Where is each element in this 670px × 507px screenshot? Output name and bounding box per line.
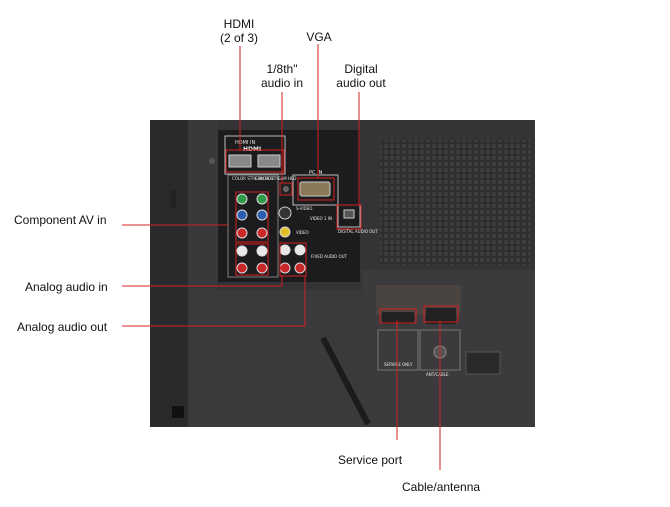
connector-panel (218, 130, 360, 282)
digital-audio-label: Digital audio out (333, 62, 389, 90)
cable-strap (320, 336, 371, 426)
jack-red-6 (294, 262, 306, 274)
callout-vga-box (297, 177, 335, 201)
svideo-port (278, 206, 292, 220)
left-bezel (150, 120, 188, 427)
panel-video: VIDEO (296, 230, 309, 235)
digital-label-line2: audio out (336, 76, 386, 90)
screw-top (209, 158, 215, 164)
service-port-label: Service port (338, 453, 403, 467)
jack-green-1 (236, 193, 248, 205)
vga-port (299, 181, 331, 197)
eighth-label-line1: 1/8th" (266, 62, 298, 76)
hdmi-label-line1: HDMI (223, 17, 255, 31)
analog-audio-in-label: Analog audio in (25, 280, 108, 294)
antenna-block (426, 308, 456, 324)
callout-analog-in-box (235, 243, 269, 276)
left-inner-bezel (188, 120, 218, 290)
digital-audio-jack (343, 209, 355, 219)
jack-red-5 (279, 262, 291, 274)
hdmi-group-box (224, 135, 286, 175)
jack-green-2 (256, 193, 268, 205)
callout-analog-in (122, 275, 283, 287)
panel-video1: VIDEO 1 IN (310, 216, 332, 221)
eighth-label-line2: audio in (260, 76, 304, 90)
lower-left-area (188, 290, 378, 427)
callout-analog-out (122, 276, 306, 327)
analog-audio-out-label: Analog audio out (17, 320, 108, 334)
cable-antenna-label: Cable/antenna (402, 480, 481, 494)
right-cutout (465, 351, 501, 375)
panel-fixed-audio: FIXED AUDIO OUT (311, 254, 348, 259)
jack-red-4 (256, 262, 268, 274)
vga-label: VGA (306, 30, 332, 44)
panel-svideo: S-VIDEO (296, 206, 312, 211)
jack-white-3 (279, 244, 291, 256)
component-av-label: Component AV in (14, 213, 107, 227)
callout-digital-box (336, 204, 362, 230)
callout-cable-box (423, 305, 459, 323)
jack-blue-2 (256, 209, 268, 221)
eighth-audio-label: 1/8th" audio in (257, 62, 307, 90)
service-box (377, 329, 419, 371)
component-box (227, 174, 279, 278)
callout-hdmi-box (225, 149, 285, 173)
jack-yellow (279, 226, 291, 238)
callout-lines (122, 44, 459, 470)
hdmi-label-line2: (2 of 3) (219, 31, 258, 45)
jack-blue-1 (236, 209, 248, 221)
panel-ant-cable: ANT/CABLE (426, 372, 449, 377)
digital-label-line1: Digital (344, 62, 378, 76)
side-connector (170, 190, 176, 208)
panel-pc-in: PC IN (309, 170, 323, 176)
pc-in-box (292, 174, 339, 206)
jack-red-2 (256, 227, 268, 239)
callout-analog-out-box (279, 242, 307, 277)
hdmi-port-1 (228, 154, 252, 168)
callout-component-box (235, 191, 269, 243)
panel-color-stream-1: COLOR STREAM HD1 (232, 176, 274, 181)
callout-service-box (379, 308, 417, 324)
eighth-jack-hole (283, 186, 289, 192)
jack-red-1 (236, 227, 248, 239)
hdmi-label: HDMI (2 of 3) (212, 17, 266, 45)
hdmi-port-2 (257, 154, 281, 168)
bottom-clip (172, 406, 184, 418)
vent-grille (380, 140, 530, 265)
jack-white-1 (236, 245, 248, 257)
jack-white-2 (256, 245, 268, 257)
panel-service-only: SERVICE ONLY (384, 362, 413, 367)
service-port-block (382, 312, 414, 324)
jack-white-4 (294, 244, 306, 256)
panel-digital-audio: DIGITAL AUDIO OUT (338, 229, 378, 234)
jack-red-3 (236, 262, 248, 274)
panel-hdmi-in: HDMI IN (235, 140, 255, 146)
panel-color-stream-2: COLOR STREAM HD2 (255, 176, 297, 181)
